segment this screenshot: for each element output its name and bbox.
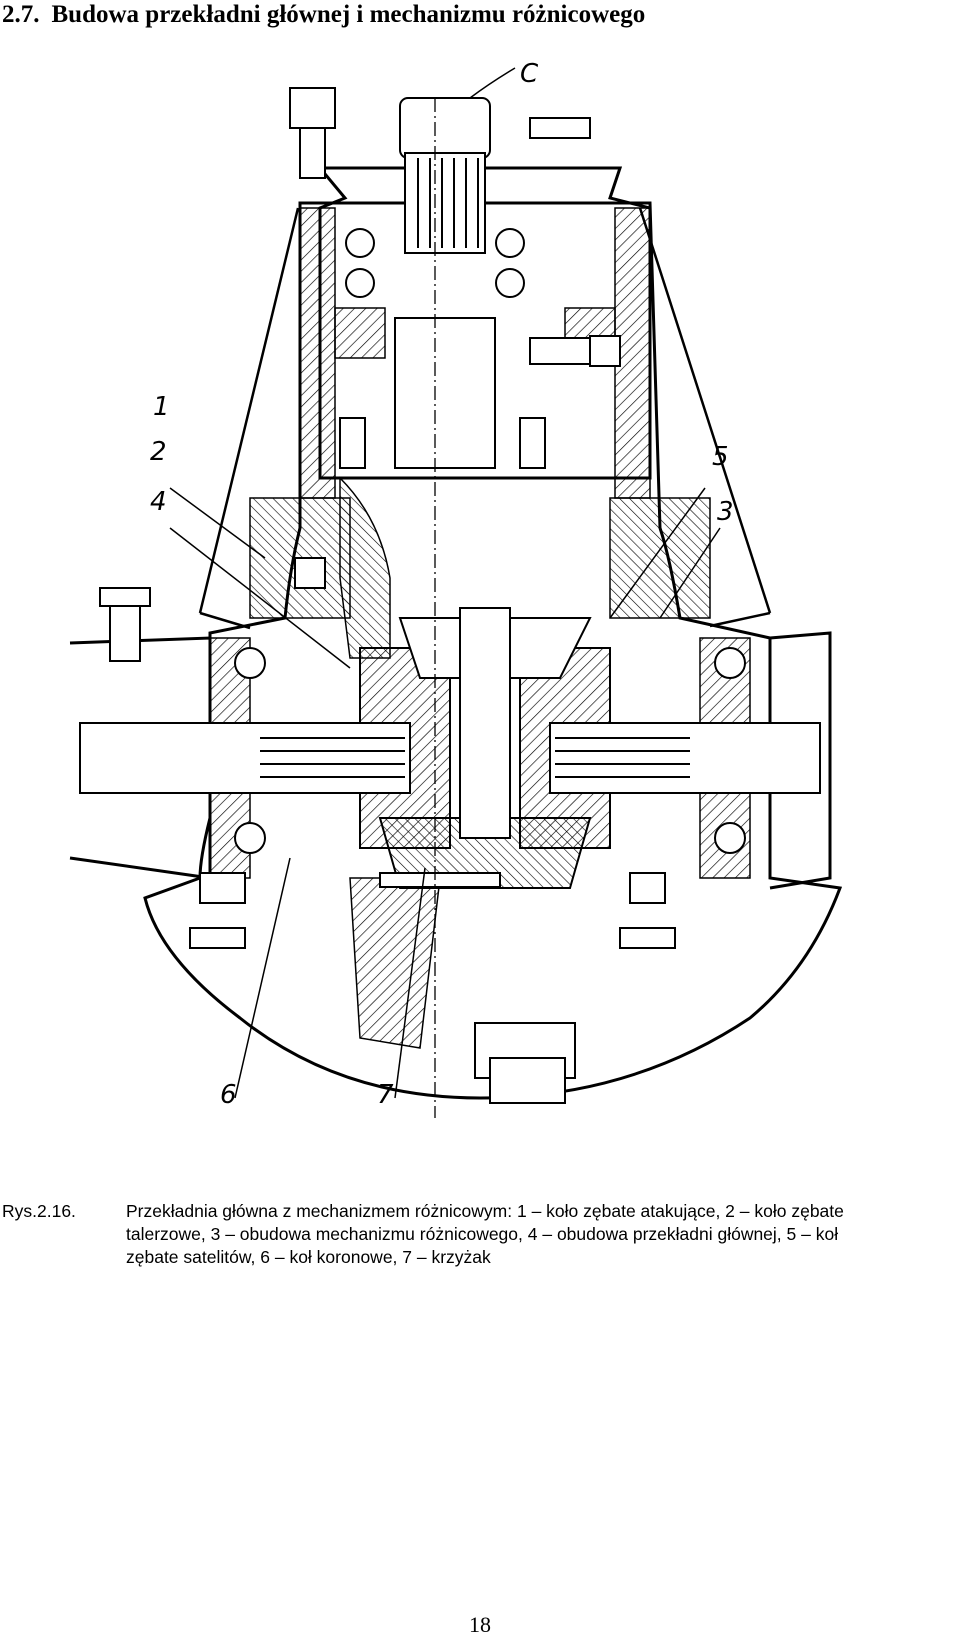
callout-5: 5 bbox=[712, 442, 729, 472]
differential-cross-section-drawing: C 1 2 4 5 3 6 7 bbox=[50, 58, 890, 1168]
callout-1: 1 bbox=[153, 392, 170, 422]
section-title: Budowa przekładni głównej i mechanizmu r… bbox=[51, 1, 646, 28]
axle-shafts bbox=[79, 722, 821, 794]
housing-ribs bbox=[198, 207, 772, 630]
caption-text: Przekładnia główna z mechanizmem różnico… bbox=[126, 1201, 844, 1267]
cross-pin bbox=[379, 872, 501, 888]
callout-c: C bbox=[520, 59, 539, 89]
roller-bearings bbox=[339, 417, 546, 469]
leader-lines bbox=[169, 67, 721, 1099]
section-number: 2.7. bbox=[2, 1, 40, 28]
caption-label: Rys.2.16. bbox=[2, 1201, 76, 1221]
section-heading: 2.7. Budowa przekładni głównej i mechaniz… bbox=[2, 0, 645, 30]
bearings bbox=[234, 228, 746, 854]
callout-2: 2 bbox=[150, 437, 167, 467]
page-number: 18 bbox=[469, 1612, 491, 1637]
callout-3: 3 bbox=[717, 497, 734, 527]
pinion-shaft bbox=[289, 87, 591, 469]
bolts bbox=[99, 335, 676, 1104]
callout-6: 6 bbox=[220, 1080, 237, 1110]
callout-4: 4 bbox=[150, 487, 167, 517]
callout-7: 7 bbox=[377, 1080, 394, 1110]
